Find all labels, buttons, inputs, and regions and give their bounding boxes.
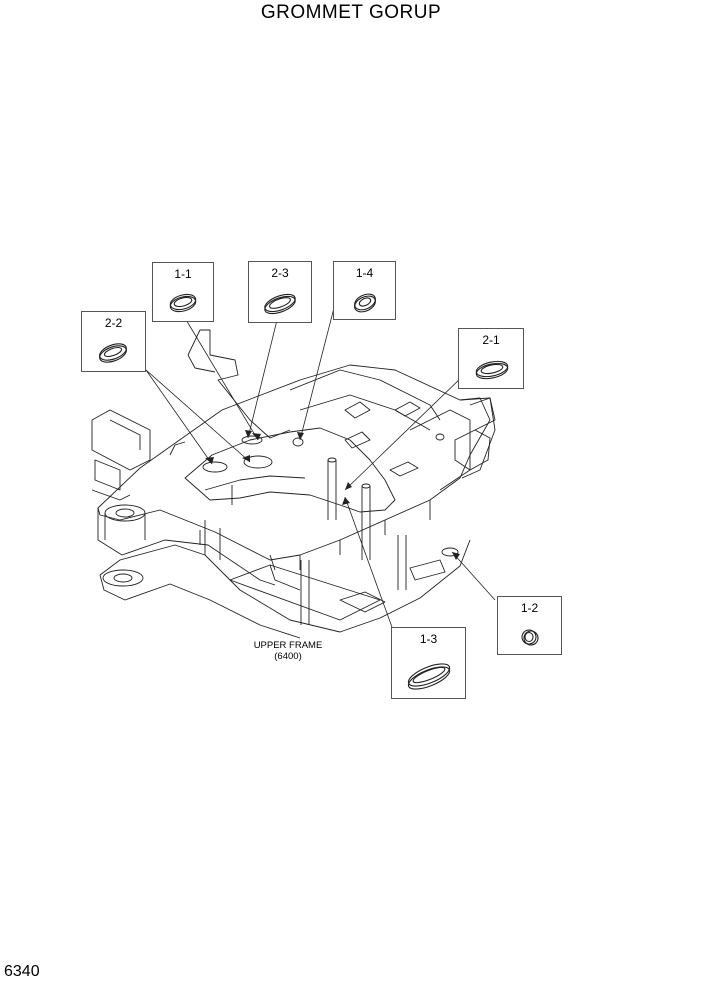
- callout-2-1: 2-1: [458, 328, 524, 389]
- page-number: 6340: [4, 963, 40, 980]
- callout-1-1: 1-1: [152, 262, 214, 322]
- grommet-icon: [264, 293, 296, 315]
- page-title: GROMMET GORUP: [260, 2, 442, 23]
- grommet-icon: [407, 663, 451, 690]
- frame-code: (6400): [274, 651, 302, 662]
- callout-label: 1-1: [174, 267, 192, 281]
- callout-1-2: 1-2: [497, 596, 562, 655]
- grommet-icon: [354, 293, 376, 313]
- callout-label: 1-2: [520, 601, 539, 615]
- callout-label: 2-3: [271, 266, 289, 280]
- callout-2-3: 2-3: [248, 261, 312, 323]
- callout-1-4: 1-4: [333, 261, 396, 320]
- callout-label: 1-4: [355, 266, 374, 280]
- callout-label: 1-3: [419, 632, 438, 646]
- grommet-icon: [475, 360, 509, 380]
- callout-label: 2-1: [482, 333, 500, 347]
- callout-2-2: 2-2: [81, 311, 146, 372]
- grommet-icon: [99, 343, 127, 363]
- frame-caption: UPPER FRAME (6400): [236, 640, 340, 662]
- callout-label: 2-2: [104, 316, 123, 330]
- frame-name: UPPER FRAME: [253, 640, 323, 651]
- callout-1-3: 1-3: [391, 627, 466, 699]
- grommet-icon: [521, 629, 539, 646]
- grommet-icon: [169, 293, 197, 313]
